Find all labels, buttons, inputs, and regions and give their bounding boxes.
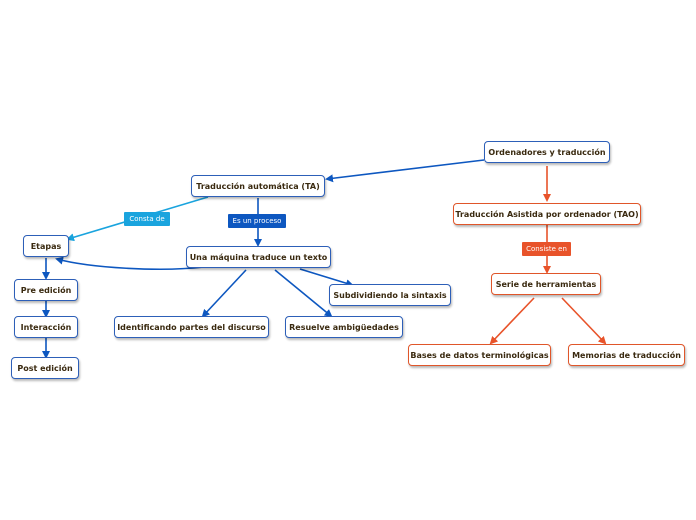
node-memorias-de-traduccion[interactable]: Memorias de traducción xyxy=(568,344,685,366)
link-ordenadores-ta xyxy=(325,159,485,183)
node-serie-de-herramientas[interactable]: Serie de herramientas xyxy=(491,273,601,295)
node-ordenadores-y-traduccion[interactable]: Ordenadores y traducción xyxy=(484,141,610,163)
tag-consiste-en: Consiste en xyxy=(522,242,571,256)
link-maquina-etapas xyxy=(55,256,205,270)
node-bases-de-datos[interactable]: Bases de datos terminológicas xyxy=(408,344,551,366)
link-maquina-resuelve xyxy=(274,269,333,318)
node-etapas[interactable]: Etapas xyxy=(23,235,69,257)
node-resuelve-ambiguedades[interactable]: Resuelve ambigüedades xyxy=(285,316,403,338)
node-una-maquina-traduce[interactable]: Una máquina traduce un texto xyxy=(186,246,331,268)
link-serie-memorias xyxy=(561,297,607,345)
tag-consta-de: Consta de xyxy=(124,212,170,226)
node-traduccion-asistida[interactable]: Traducción Asistida por ordenador (TAO) xyxy=(453,203,641,225)
tag-es-un-proceso: Es un proceso xyxy=(228,214,286,228)
link-maquina-identificando xyxy=(201,269,247,318)
node-interaccion[interactable]: Interacción xyxy=(14,316,78,338)
node-identificando-partes[interactable]: Identificando partes del discurso xyxy=(114,316,269,338)
node-traduccion-automatica[interactable]: Traducción automática (TA) xyxy=(191,175,325,197)
node-post-edicion[interactable]: Post edición xyxy=(11,357,79,379)
link-serie-bases xyxy=(489,297,535,345)
node-pre-edicion[interactable]: Pre edición xyxy=(14,279,78,301)
node-subdividiendo-sintaxis[interactable]: Subdividiendo la sintaxis xyxy=(329,284,451,306)
link-maquina-subdividiendo xyxy=(299,268,354,288)
